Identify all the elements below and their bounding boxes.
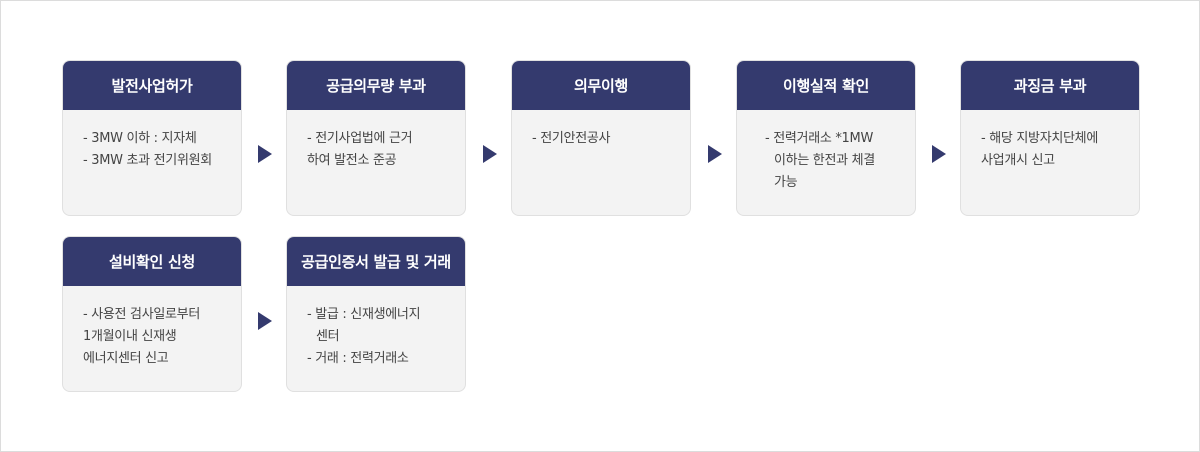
step-line: - 해당 지방자치단체에 — [981, 131, 1098, 146]
step-description: - 3MW 이하 : 지자체 - 3MW 초과 전기위원회 — [63, 110, 241, 172]
step-line: 센터 — [316, 329, 340, 344]
step-card-supply-obligation: 공급의무량 부과 - 전기사업법에 근거 하여 발전소 준공 — [286, 60, 466, 216]
arrow-right-icon — [258, 312, 272, 330]
step-title: 의무이행 — [512, 61, 690, 110]
step-line: - 3MW 이하 : 지자체 — [83, 131, 197, 146]
arrow-right-icon — [483, 145, 497, 163]
step-description: - 전력거래소 *1MW 이하는 한전과 체결 가능 — [737, 110, 915, 194]
step-card-facility-check: 설비확인 신청 - 사용전 검사일로부터 1개월이내 신재생 에너지센터 신고 — [62, 236, 242, 392]
step-description: - 해당 지방자치단체에 사업개시 신고 — [961, 110, 1139, 172]
step-card-penalty: 과징금 부과 - 해당 지방자치단체에 사업개시 신고 — [960, 60, 1140, 216]
step-line: - 전력거래소 *1MW — [765, 131, 873, 146]
step-description: - 사용전 검사일로부터 1개월이내 신재생 에너지센터 신고 — [63, 286, 241, 370]
step-description: - 발급 : 신재생에너지 센터 - 거래 : 전력거래소 — [287, 286, 465, 370]
step-line: 가능 — [774, 175, 798, 190]
arrow-right-icon — [708, 145, 722, 163]
step-description: - 전기사업법에 근거 하여 발전소 준공 — [287, 110, 465, 172]
step-description: - 전기안전공사 — [512, 110, 690, 150]
step-line: - 전기사업법에 근거 — [307, 131, 413, 146]
step-line: - 전기안전공사 — [532, 131, 611, 146]
step-card-obligation-fulfillment: 의무이행 - 전기안전공사 — [511, 60, 691, 216]
step-title: 과징금 부과 — [961, 61, 1139, 110]
step-title: 이행실적 확인 — [737, 61, 915, 110]
step-card-business-permit: 발전사업허가 - 3MW 이하 : 지자체 - 3MW 초과 전기위원회 — [62, 60, 242, 216]
step-line: - 3MW 초과 전기위원회 — [83, 153, 212, 168]
arrow-right-icon — [258, 145, 272, 163]
step-title: 공급의무량 부과 — [287, 61, 465, 110]
step-line: - 거래 : 전력거래소 — [307, 351, 409, 366]
step-line: 하여 발전소 준공 — [307, 153, 397, 168]
step-card-certificate-trade: 공급인증서 발급 및 거래 - 발급 : 신재생에너지 센터 - 거래 : 전력… — [286, 236, 466, 392]
step-line: 사업개시 신고 — [981, 153, 1055, 168]
step-line: - 사용전 검사일로부터 — [83, 307, 200, 322]
step-card-performance-check: 이행실적 확인 - 전력거래소 *1MW 이하는 한전과 체결 가능 — [736, 60, 916, 216]
step-line: - 발급 : 신재생에너지 — [307, 307, 421, 322]
step-title: 설비확인 신청 — [63, 237, 241, 286]
step-title: 발전사업허가 — [63, 61, 241, 110]
step-title: 공급인증서 발급 및 거래 — [287, 237, 465, 286]
arrow-right-icon — [932, 145, 946, 163]
step-line: 1개월이내 신재생 — [83, 329, 177, 344]
step-line: 에너지센터 신고 — [83, 351, 169, 366]
step-line: 이하는 한전과 체결 — [774, 153, 875, 168]
